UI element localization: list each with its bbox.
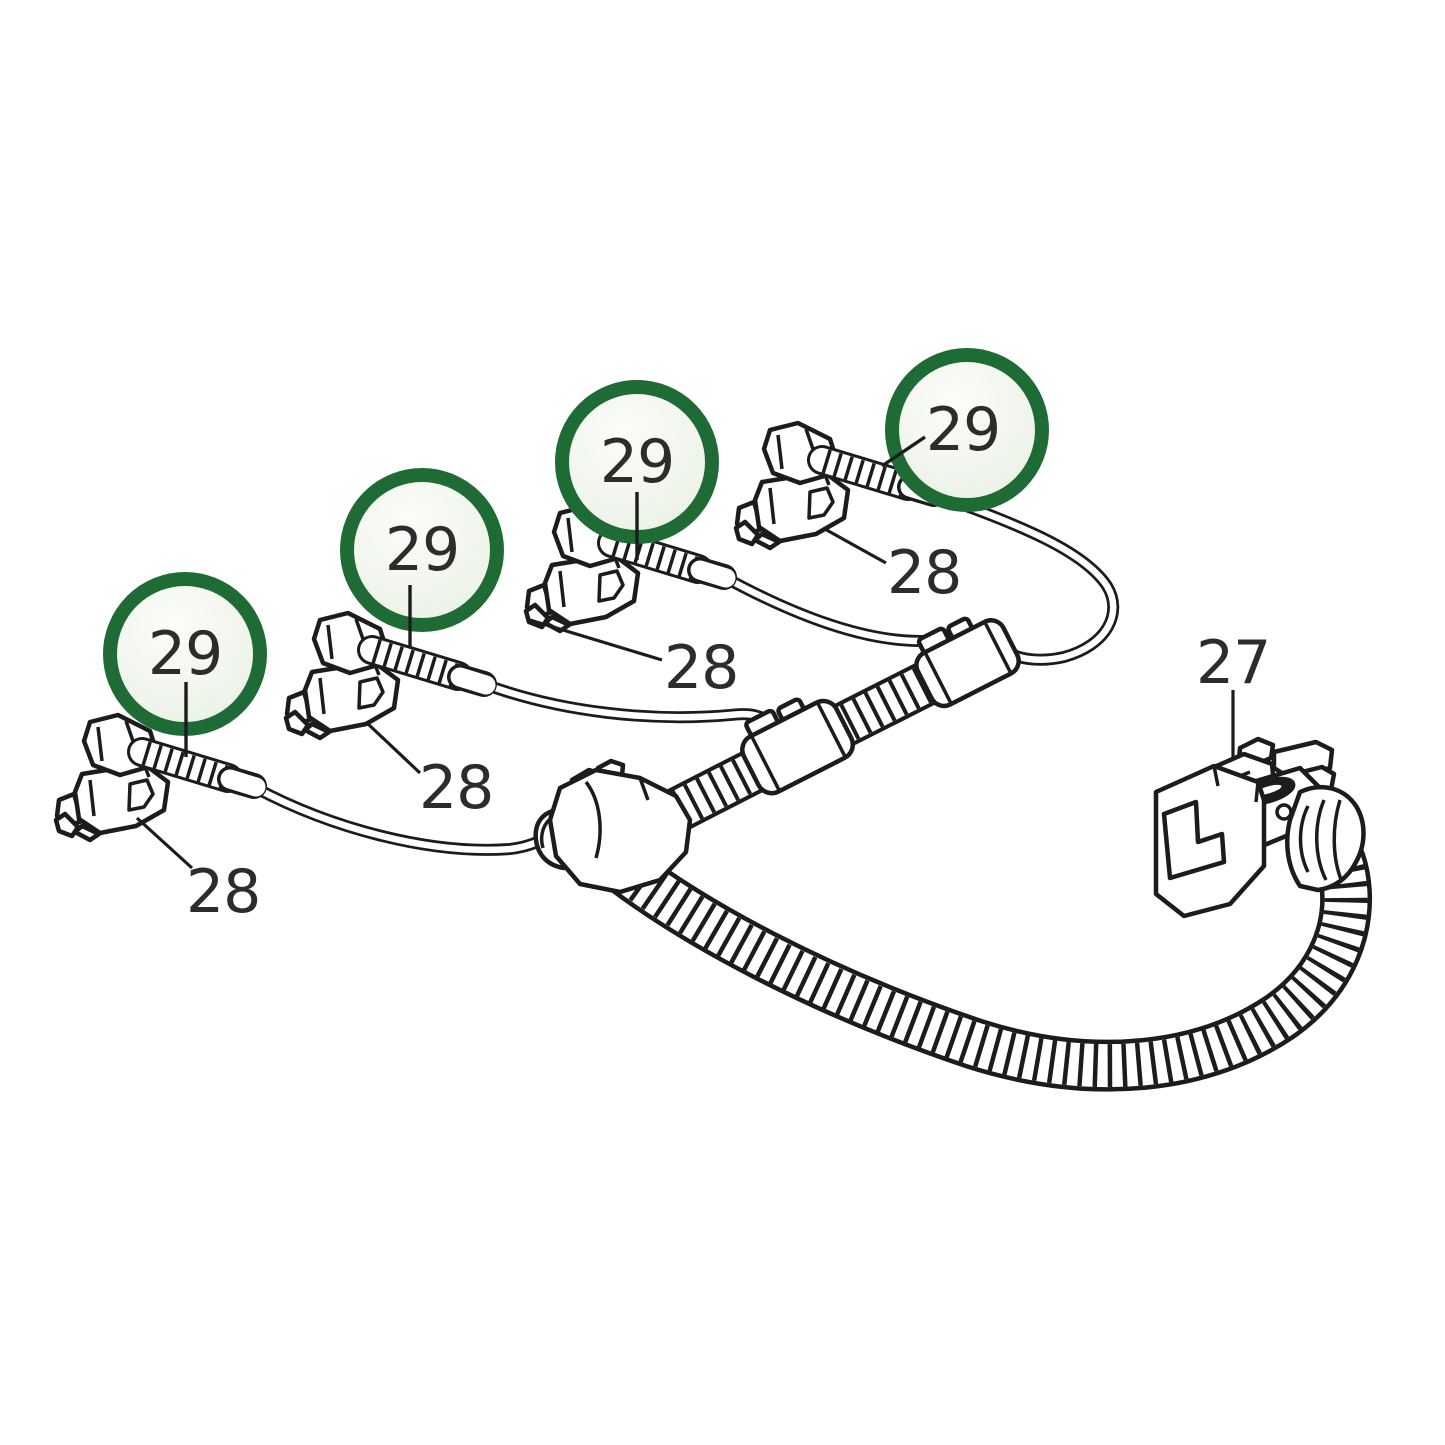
injector-assembly-1 — [56, 715, 256, 840]
label-29-3: 29 — [600, 427, 674, 497]
label-28-1: 28 — [186, 857, 260, 927]
highlight-callouts: 29 29 29 29 — [103, 348, 1049, 757]
label-leader-lines — [135, 526, 1235, 870]
label-28-2: 28 — [419, 753, 493, 823]
label-29-2: 29 — [385, 515, 459, 585]
conduit-collar-upper — [914, 616, 1021, 709]
part-labels: 28 28 28 28 27 — [186, 538, 1271, 927]
label-27: 27 — [1196, 628, 1270, 698]
leader-28-3 — [529, 618, 663, 662]
injector-assembly-2 — [286, 613, 486, 738]
tee-junction — [533, 758, 693, 895]
leader-28-2 — [365, 721, 422, 775]
main-connector-27 — [1153, 736, 1366, 919]
main-conduit-loop — [586, 806, 1373, 1092]
callout-labels: 29 29 29 29 — [148, 395, 1001, 689]
label-29-4: 29 — [926, 395, 1000, 465]
conduit-collar-lower — [740, 697, 856, 796]
callout-circle-29-2 — [340, 468, 504, 632]
callout-leader-lines — [184, 435, 926, 757]
label-28-4: 28 — [887, 538, 961, 608]
leader-29-4 — [881, 435, 926, 468]
leader-28-4 — [822, 526, 887, 565]
label-29-1: 29 — [148, 619, 222, 689]
leader-28-1 — [135, 816, 194, 870]
callout-circle-29-4 — [885, 348, 1049, 512]
label-28-3: 28 — [664, 633, 738, 703]
injector-wire-2 — [481, 678, 772, 727]
injector-wire-1 — [251, 781, 558, 856]
harness-line-art — [56, 423, 1373, 1092]
injector-wire-4 — [931, 488, 1120, 666]
